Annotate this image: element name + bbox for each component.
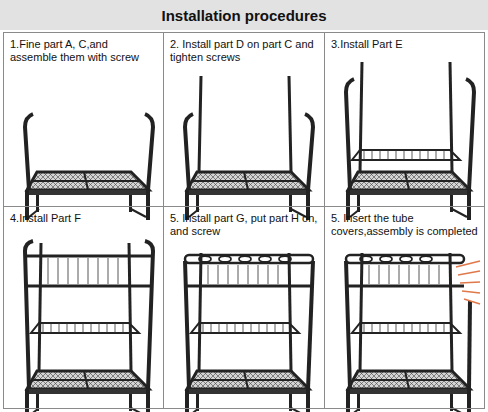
wire-rack — [191, 323, 299, 333]
post — [199, 253, 201, 371]
rack-step-6 — [346, 253, 480, 412]
upright — [145, 241, 153, 389]
step-text: 5. Install part G, put part H on, and sc… — [170, 212, 318, 238]
frame-bar — [27, 255, 151, 258]
wires — [369, 265, 439, 284]
step-panel: 1.Fine part A, C,and assemble them with … — [3, 32, 164, 207]
rack-step-1 — [25, 114, 153, 220]
ring-holders — [199, 256, 291, 262]
ring-holders — [360, 256, 432, 262]
frame-bar — [348, 285, 464, 288]
upright — [346, 261, 350, 389]
upright — [305, 114, 313, 190]
title: Installation procedures — [161, 7, 326, 24]
step-panel: 4.Install Part F — [3, 206, 164, 409]
holder-bar — [185, 255, 313, 263]
post — [360, 253, 362, 371]
upright — [346, 79, 354, 190]
base-shelf — [25, 371, 150, 412]
post — [289, 253, 291, 371]
upright — [466, 79, 474, 190]
frame-bar — [187, 285, 311, 288]
wire-rack — [352, 150, 460, 160]
step-text: 3.Install Part E — [331, 38, 478, 51]
upright — [469, 301, 470, 389]
tube-covers — [456, 261, 480, 304]
upright — [25, 114, 33, 190]
rack-step-2 — [185, 76, 313, 220]
post — [450, 253, 452, 371]
post — [129, 243, 131, 371]
upright — [25, 241, 33, 389]
rack-step-4 — [25, 241, 153, 412]
title-band: Installation procedures — [0, 0, 488, 30]
post — [450, 62, 452, 172]
post — [360, 62, 362, 172]
step-text: 2. Install part D on part C and tighten … — [170, 38, 318, 64]
post — [289, 76, 291, 172]
step-panel: 2. Install part D on part C and tighten … — [163, 32, 325, 207]
upright — [185, 261, 189, 389]
step-text: 5. Insert the tube covers,assembly is co… — [331, 212, 478, 238]
step-text: 4.Install Part F — [10, 212, 157, 225]
rack-step-3 — [346, 62, 474, 220]
wire-rack — [31, 323, 139, 333]
upright — [308, 261, 313, 389]
step-panel: 5. Insert the tube covers,assembly is co… — [324, 206, 485, 409]
wires — [208, 265, 278, 284]
post — [39, 243, 41, 371]
holder-bar — [346, 255, 464, 263]
rack-step-5 — [185, 253, 313, 412]
step-text: 1.Fine part A, C,and assemble them with … — [10, 38, 157, 64]
wires — [48, 258, 118, 284]
post — [199, 76, 201, 172]
frame-bar — [27, 285, 151, 288]
base-shelf — [185, 371, 310, 412]
step-panel: 5. Install part G, put part H on, and sc… — [163, 206, 325, 409]
step-panel: 3.Install Part E — [324, 32, 485, 207]
wire-rack — [352, 323, 460, 333]
base-shelf — [346, 371, 471, 412]
upright — [185, 114, 193, 190]
upright — [145, 114, 153, 190]
